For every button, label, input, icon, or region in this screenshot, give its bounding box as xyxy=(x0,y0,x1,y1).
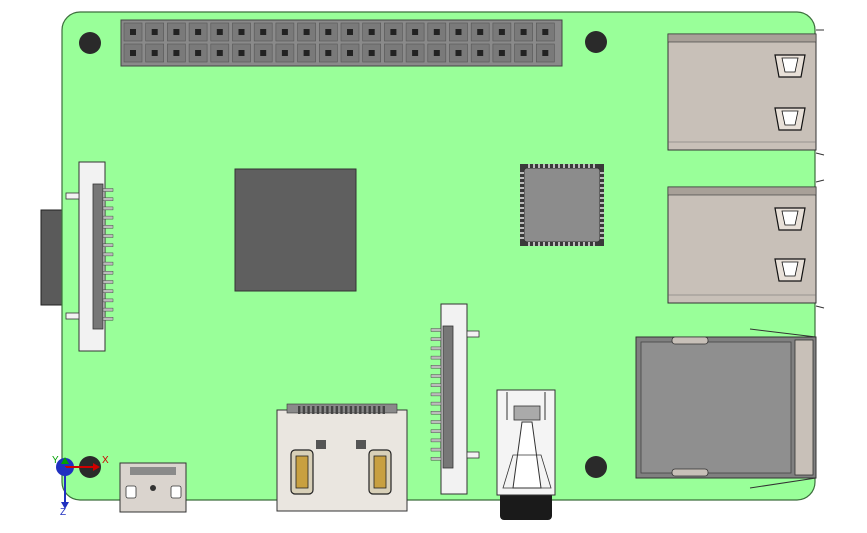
soc-chip xyxy=(234,168,357,292)
axis-z-label: Z xyxy=(60,507,66,518)
camera-ffc-connector xyxy=(430,303,480,495)
gpio-header xyxy=(120,19,563,67)
hdmi-port xyxy=(276,403,408,512)
mounting-hole xyxy=(79,32,101,54)
sd-card-slot xyxy=(40,209,66,306)
coordinate-triad: X Z Y xyxy=(52,455,109,518)
axis-y-label: Y xyxy=(52,455,59,466)
mounting-hole xyxy=(585,456,607,478)
axis-y-arrow xyxy=(61,502,69,509)
axis-x-arrow xyxy=(93,463,100,471)
display-ffc-connector xyxy=(65,161,114,352)
ethernet-jack xyxy=(635,328,817,489)
mounting-hole xyxy=(585,31,607,53)
axis-x-label: X xyxy=(102,455,109,466)
micro-usb-power-port xyxy=(119,462,187,513)
usb-port xyxy=(667,29,825,156)
axis-y-up-arrow xyxy=(61,457,69,464)
usb-lan-controller xyxy=(520,164,604,246)
usb-port xyxy=(667,179,825,309)
audio-jack xyxy=(496,389,556,520)
